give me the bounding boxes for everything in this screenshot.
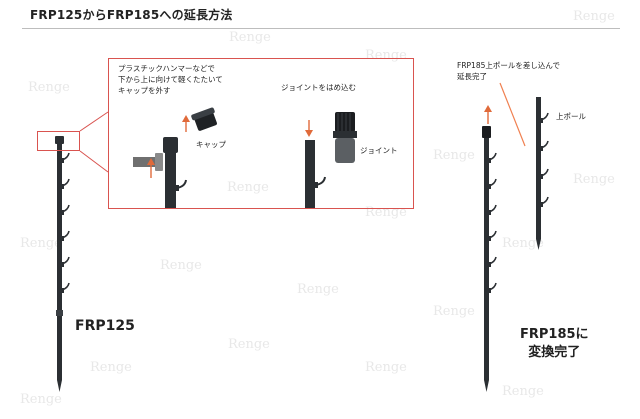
title-divider	[22, 28, 620, 29]
result-label-line: 変換完了	[528, 345, 581, 360]
joint-label: ジョイント	[360, 146, 398, 155]
frp125-label: FRP125	[75, 318, 135, 334]
cap-instruction-line: プラスチックハンマーなどで	[118, 64, 215, 73]
frp125-pole	[55, 136, 70, 392]
callout-connector	[79, 150, 109, 173]
upper-instruction-line: FRP185上ポールを差し込んで	[457, 61, 560, 70]
upper-pole-pointer	[499, 82, 526, 147]
result-label: FRP185に 変換完了	[520, 326, 589, 362]
upper-pole	[536, 97, 549, 250]
joint-instruction: ジョイントをはめ込む	[281, 83, 356, 92]
cap-instruction: プラスチックハンマーなどで 下から上に向けて軽くたたいて キャップを外す	[118, 63, 223, 96]
result-label-line: FRP185に	[520, 327, 589, 342]
upper-pole-label: 上ポール	[556, 112, 586, 121]
top-highlight-box	[37, 131, 80, 151]
joint-illustration	[305, 112, 357, 208]
callout-connector	[79, 111, 109, 132]
frp185-pole	[482, 126, 497, 392]
detail-callout	[108, 58, 414, 209]
insert-arrow-head	[484, 105, 492, 112]
cap-instruction-line: 下から上に向けて軽くたたいて	[118, 75, 223, 84]
upper-instruction-line: 延長完了	[457, 72, 487, 81]
upper-instruction: FRP185上ポールを差し込んで 延長完了	[457, 60, 560, 82]
page-title: FRP125からFRP185への延長方法	[30, 8, 233, 22]
cap-removal-illustration	[133, 107, 217, 208]
cap-label: キャップ	[196, 140, 226, 149]
cap-instruction-line: キャップを外す	[118, 86, 171, 95]
